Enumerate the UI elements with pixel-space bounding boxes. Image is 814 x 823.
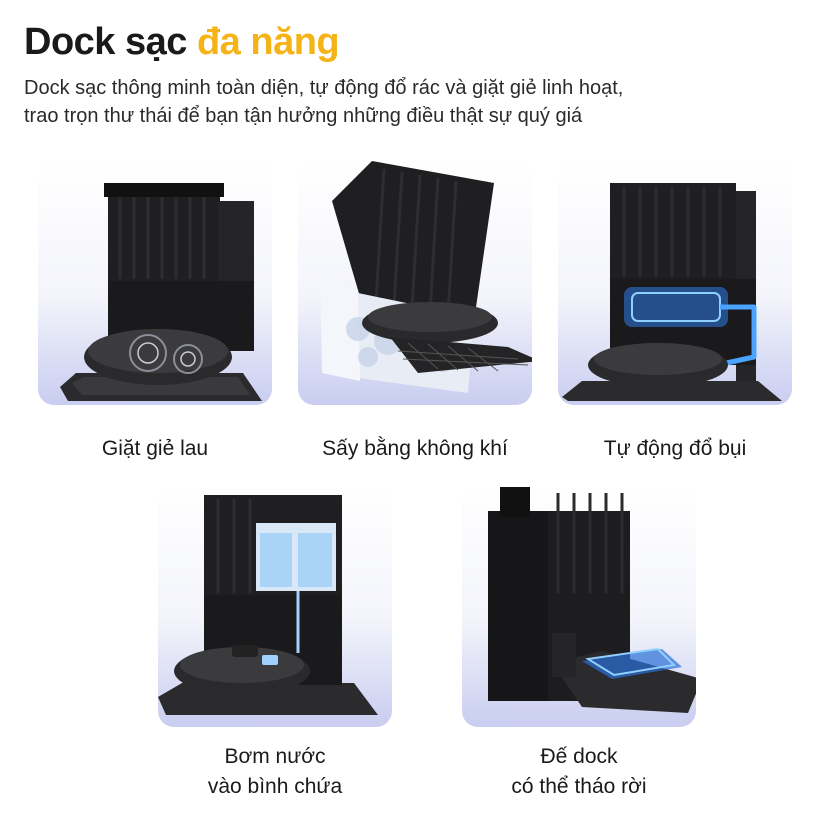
feature-card-dust-empty (558, 161, 792, 405)
mop-wash-dock-illustration (60, 183, 262, 401)
air-dry-dock-illustration (320, 161, 532, 393)
title-main: Dock sạc (24, 21, 187, 63)
detachable-base-dock-illustration (488, 487, 696, 713)
feature-card-water-pump (158, 483, 392, 727)
feature-caption-water-pump-line-1: Bơm nước (224, 745, 326, 768)
feature-caption-water-pump-line-2: vào bình chứa (207, 775, 343, 798)
page-subtitle: Dock sạc thông minh toàn diện, tự động đ… (24, 74, 794, 130)
feature-caption-detachable-base-line-1: Đế dock (540, 745, 618, 768)
feature-card-detachable-base (462, 483, 696, 727)
title-accent: đa năng (196, 21, 340, 63)
feature-card-mop-wash (38, 161, 272, 405)
feature-caption-mop-wash: Giặt giẻ lau (101, 437, 209, 460)
subtitle-line-2: trao trọn thư thái để bạn tận hưởng nhữn… (24, 105, 583, 127)
water-pump-dock-illustration (158, 495, 378, 715)
feature-caption-air-dry: Sấy bằng không khí (322, 437, 508, 460)
page-title: Dock sạc đa năng (24, 21, 340, 64)
dust-empty-dock-illustration (562, 183, 782, 401)
feature-caption-water-pump: Bơm nước vào bình chứa (158, 742, 392, 802)
feature-caption-detachable-base-line-2: có thể tháo rời (511, 775, 647, 798)
feature-caption-detachable-base: Đế dock có thể tháo rời (462, 742, 696, 802)
feature-card-air-dry (298, 161, 532, 405)
feature-caption-dust-empty: Tự động đổ bụi (603, 437, 747, 460)
subtitle-line-1: Dock sạc thông minh toàn diện, tự động đ… (24, 77, 624, 99)
